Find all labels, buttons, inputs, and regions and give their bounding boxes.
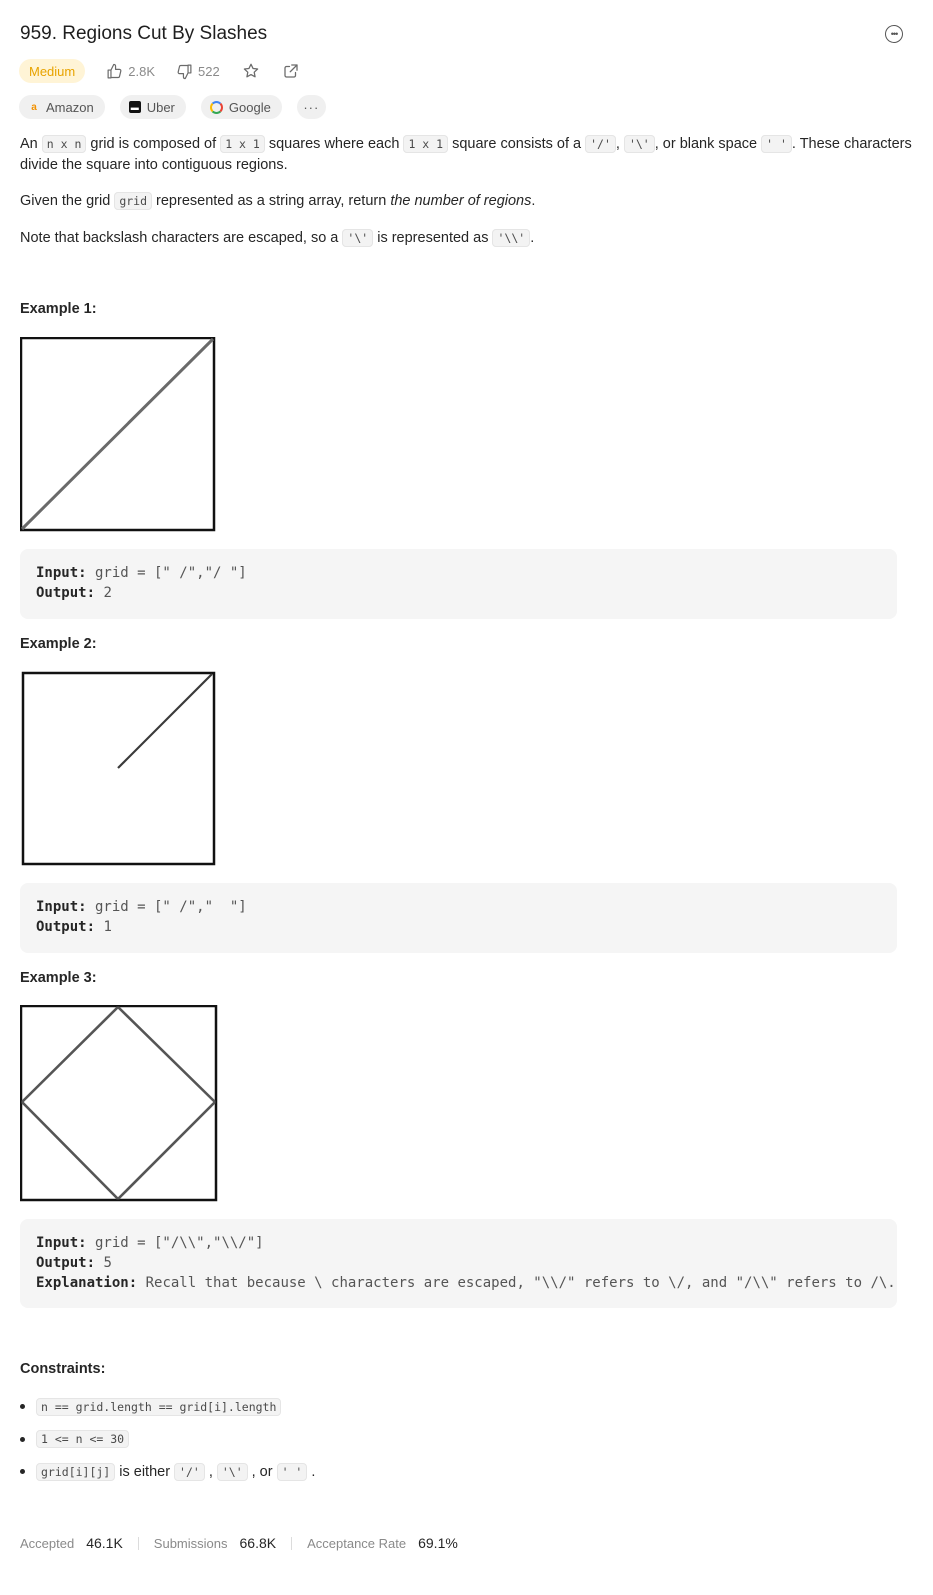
example-1-title: Example 1: xyxy=(20,301,97,317)
example-1-code: Input: grid = [" /","/ "] Output: 2 xyxy=(20,549,897,619)
example-1-diagram xyxy=(20,337,216,532)
title-row: 959. Regions Cut By Slashes ••• xyxy=(20,20,913,48)
thumbs-down-icon xyxy=(177,64,192,79)
star-icon xyxy=(243,63,258,78)
description-paragraph-2: Given the grid grid represented as a str… xyxy=(20,192,536,210)
share-icon xyxy=(284,64,298,78)
like-button[interactable]: 2.8K xyxy=(106,63,155,80)
company-tags: a Amazon ▬ Uber Google ··· xyxy=(19,95,326,119)
example-2-title: Example 2: xyxy=(20,636,97,652)
tag-label: Uber xyxy=(146,99,175,115)
description-paragraph-3: Note that backslash characters are escap… xyxy=(20,229,535,247)
meta-row: Medium 2.8K 522 xyxy=(19,59,300,83)
accepted-label: Accepted xyxy=(20,1535,75,1551)
submissions-label: Submissions xyxy=(153,1535,228,1551)
divider xyxy=(137,1536,139,1550)
tag-label: Amazon xyxy=(46,99,94,115)
accepted-value: 46.1K xyxy=(86,1535,123,1551)
tag-amazon[interactable]: a Amazon xyxy=(19,95,105,119)
acceptance-rate-label: Acceptance Rate xyxy=(307,1535,407,1551)
amazon-logo-icon: a xyxy=(31,101,37,113)
more-options-icon[interactable]: ••• xyxy=(885,25,903,43)
uber-logo-icon: ▬ xyxy=(128,101,141,113)
constraint-item: grid[i][j] is either '/', '\', or ' '. xyxy=(20,1461,900,1482)
dislikes-count: 522 xyxy=(198,63,220,79)
example-2-diagram xyxy=(21,671,216,866)
dislike-button[interactable]: 522 xyxy=(176,63,220,80)
example-3-title: Example 3: xyxy=(20,970,97,986)
constraint-item: n == grid.length == grid[i].length xyxy=(20,1396,900,1417)
problem-title: 959. Regions Cut By Slashes xyxy=(20,23,268,44)
constraints-list: n == grid.length == grid[i].length 1 <= … xyxy=(20,1396,900,1494)
more-tags-button[interactable]: ··· xyxy=(296,95,326,119)
description-paragraph-1: An n x n grid is composed of 1 x 1 squar… xyxy=(20,135,912,173)
share-button[interactable] xyxy=(282,62,300,80)
acceptance-rate-value: 69.1% xyxy=(418,1535,458,1551)
favorite-button[interactable] xyxy=(242,62,260,80)
difficulty-badge: Medium xyxy=(19,59,86,83)
example-2-code: Input: grid = [" /"," "] Output: 1 xyxy=(20,883,897,953)
example-3-code: Input: grid = ["/\\","\\/"] Output: 5 Ex… xyxy=(20,1219,897,1308)
likes-count: 2.8K xyxy=(128,63,155,79)
constraint-item: 1 <= n <= 30 xyxy=(20,1429,900,1450)
tag-google[interactable]: Google xyxy=(200,95,282,119)
submissions-value: 66.8K xyxy=(239,1535,277,1551)
tag-label: Google xyxy=(228,99,271,115)
tag-uber[interactable]: ▬ Uber xyxy=(119,95,186,119)
google-logo-icon xyxy=(209,100,223,114)
thumbs-up-icon xyxy=(107,63,122,78)
example-3-diagram xyxy=(20,1005,218,1202)
divider xyxy=(291,1536,293,1550)
stats-footer: Accepted 46.1K Submissions 66.8K Accepta… xyxy=(20,1535,458,1551)
constraints-title: Constraints: xyxy=(20,1361,106,1377)
